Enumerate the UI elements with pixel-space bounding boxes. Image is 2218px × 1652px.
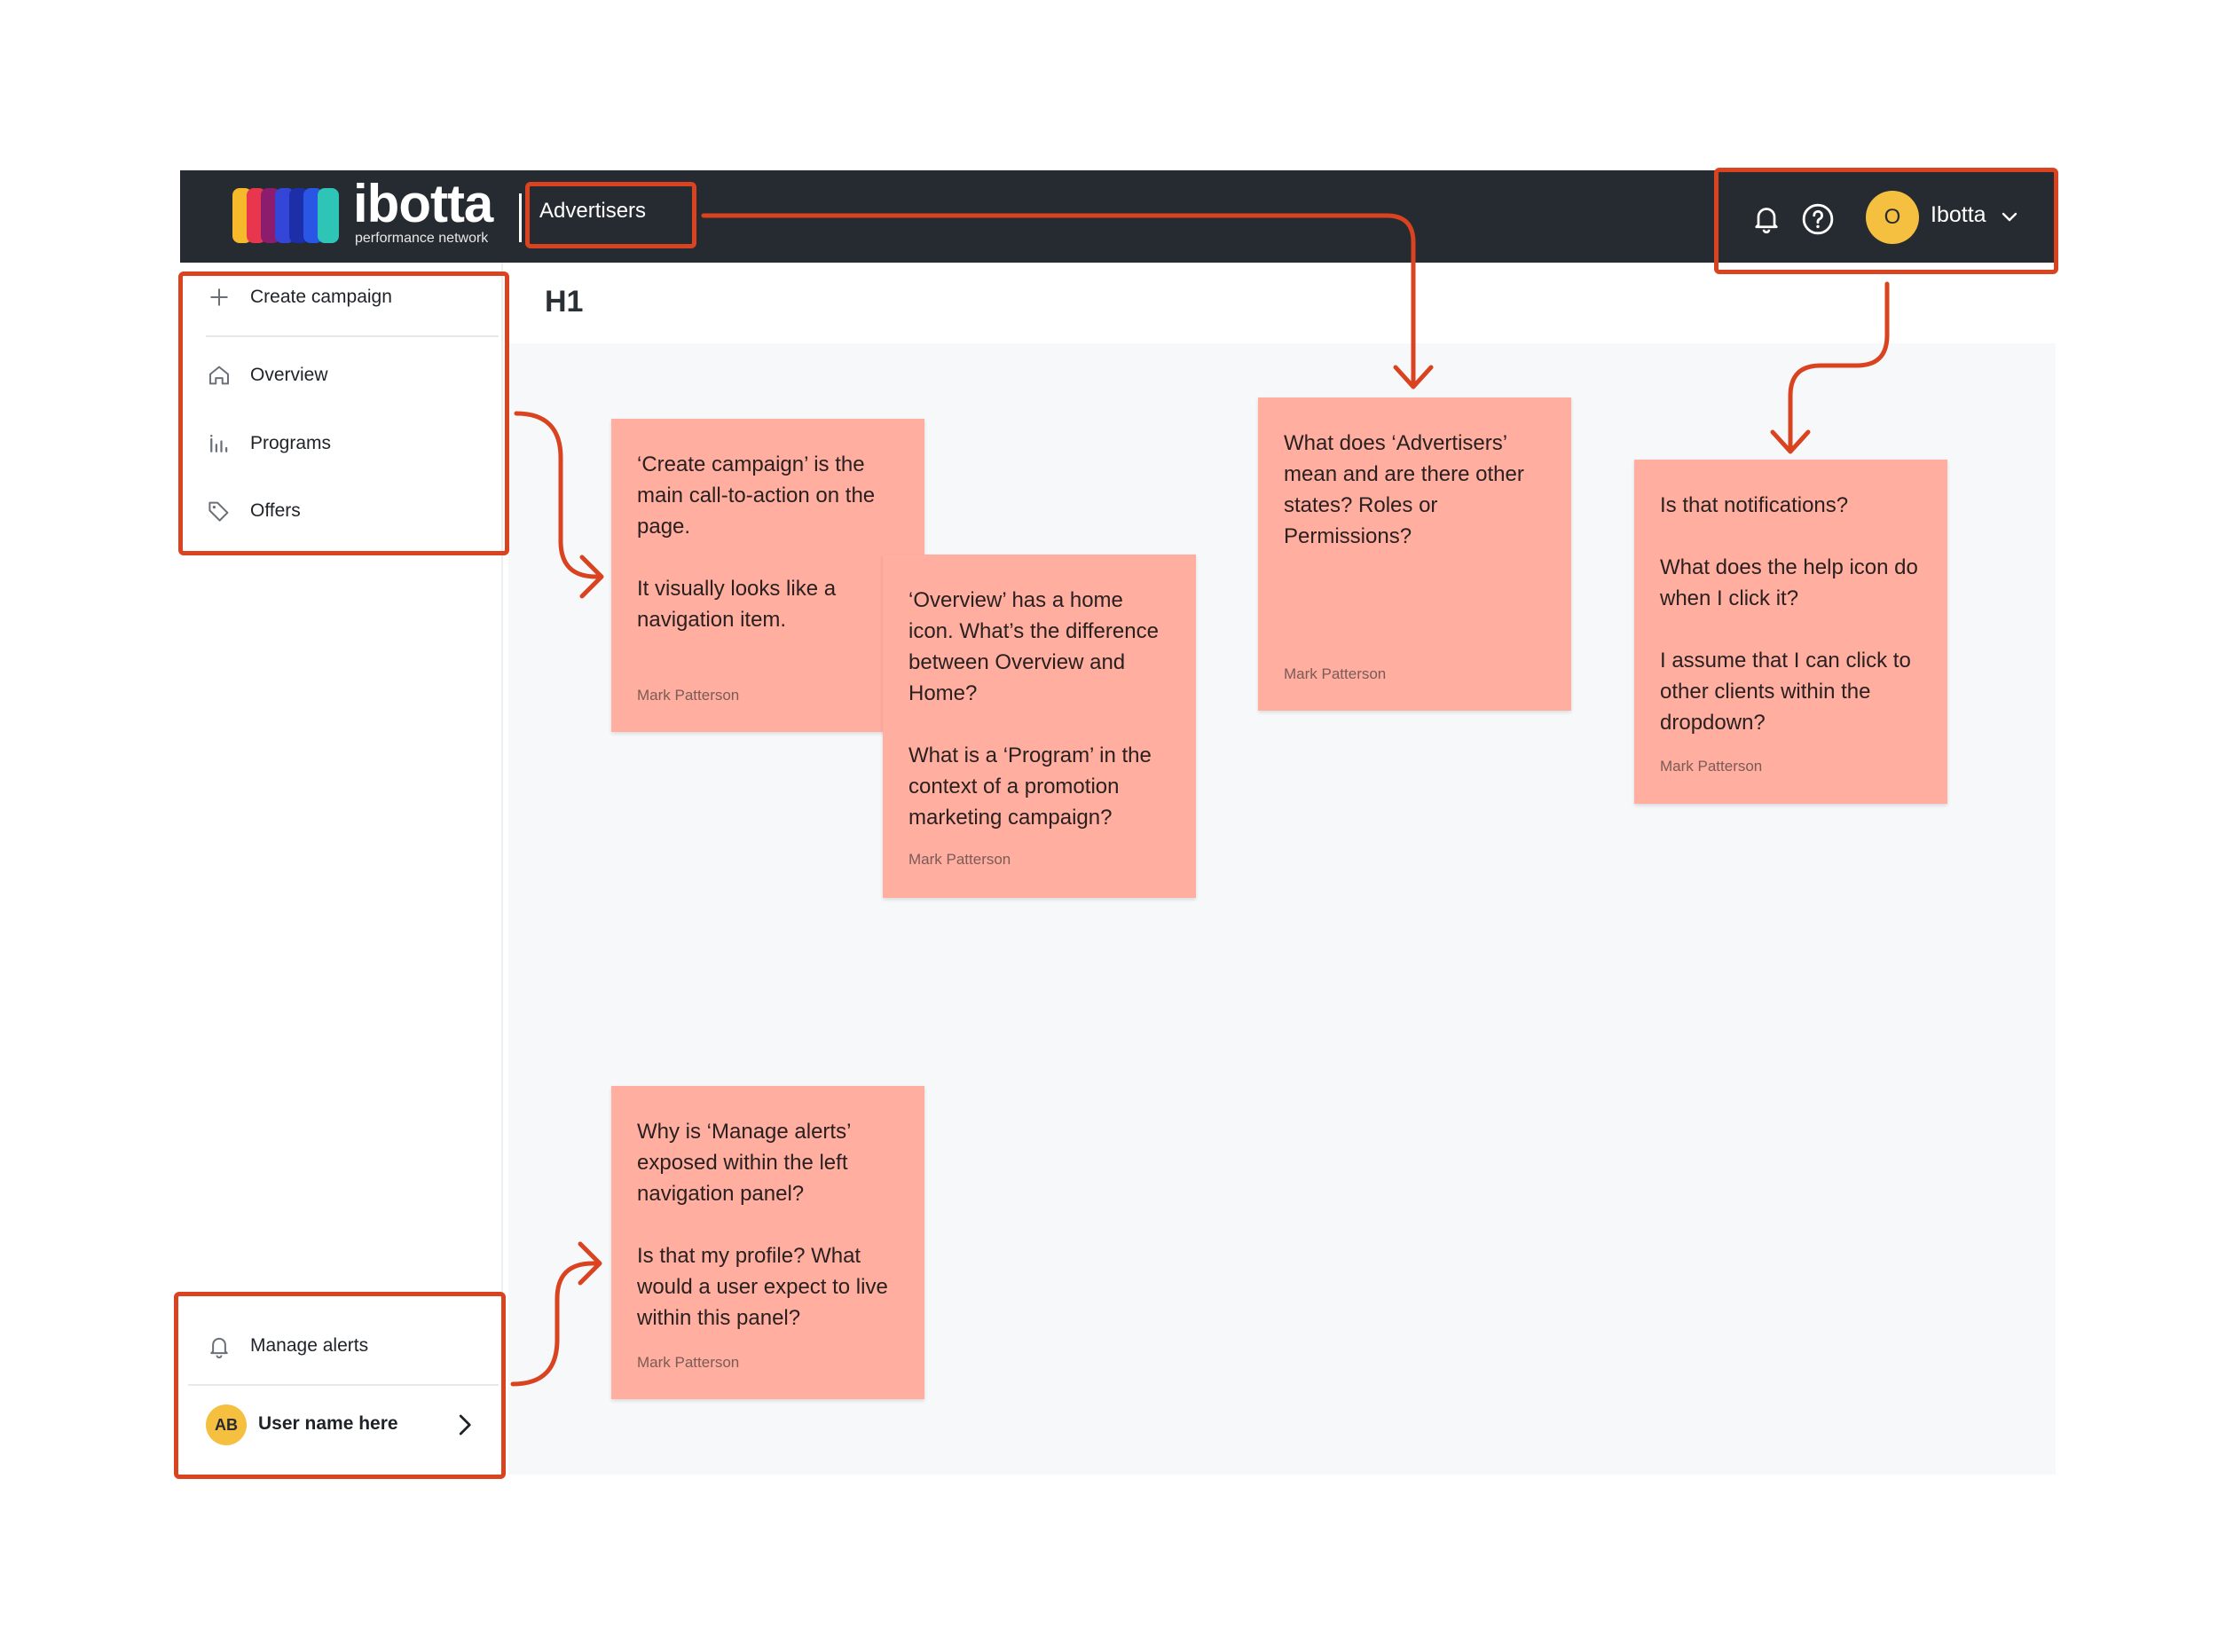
sticky-note-header-actions: Is that notifications? What does the hel… <box>1634 460 1947 804</box>
sticky-note-advertisers: What does ‘Advertisers’ mean and are the… <box>1258 397 1571 711</box>
bar-chart-icon <box>210 435 228 452</box>
user-name[interactable]: User name here <box>258 1413 398 1434</box>
logo-tagline: performance network <box>355 231 489 246</box>
highlight-header-actions <box>1714 168 2058 274</box>
note-author: Mark Patterson <box>908 851 1011 868</box>
chevron-down-icon[interactable] <box>1999 206 2020 227</box>
sidebar-item-manage-alerts[interactable]: Manage alerts <box>206 1333 368 1359</box>
home-icon <box>209 366 229 385</box>
highlight-advertisers <box>525 182 696 248</box>
logo-divider <box>519 193 522 242</box>
sticky-note-create-campaign: ‘Create campaign’ is the main call-to-ac… <box>611 419 924 732</box>
sidebar <box>180 263 503 1475</box>
note-author: Mark Patterson <box>637 1354 740 1371</box>
user-avatar[interactable]: AB <box>206 1404 247 1445</box>
sidebar-item-offers[interactable]: Offers <box>206 498 301 524</box>
sidebar-divider <box>188 1384 499 1386</box>
bell-icon <box>210 1337 228 1359</box>
plus-icon <box>210 288 228 306</box>
sidebar-item-label: Overview <box>250 365 328 385</box>
help-icon[interactable] <box>1801 202 1835 236</box>
sidebar-item-overview[interactable]: Overview <box>206 362 328 389</box>
sidebar-item-programs[interactable]: Programs <box>206 430 331 457</box>
highlight-sidebar-bottom <box>174 1292 506 1479</box>
account-avatar[interactable]: O <box>1866 191 1919 244</box>
logo-wordmark[interactable]: ibotta <box>353 174 493 233</box>
sidebar-item-label: Create campaign <box>250 287 392 307</box>
tag-icon <box>208 501 229 522</box>
sticky-note-overview-programs: ‘Overview’ has a home icon. What’s the d… <box>883 555 1196 898</box>
sidebar-item-create-campaign[interactable]: Create campaign <box>206 284 392 311</box>
sidebar-item-label: Offers <box>250 500 301 521</box>
note-author: Mark Patterson <box>637 687 740 704</box>
chevron-right-icon[interactable] <box>451 1412 477 1438</box>
sidebar-item-label: Programs <box>250 433 332 453</box>
page-title: H1 <box>545 285 584 319</box>
nav-advertisers[interactable]: Advertisers <box>539 199 647 223</box>
note-author: Mark Patterson <box>1284 665 1387 682</box>
account-switcher[interactable]: Ibotta <box>1931 202 1986 227</box>
sidebar-item-label: Manage alerts <box>250 1335 369 1356</box>
sticky-note-manage-alerts: Why is ‘Manage alerts’ exposed within th… <box>611 1086 924 1399</box>
note-author: Mark Patterson <box>1660 758 1763 775</box>
bell-icon[interactable] <box>1750 202 1782 234</box>
highlight-sidebar-top <box>178 271 509 555</box>
sidebar-divider <box>206 335 499 337</box>
logo-stripes-icon <box>232 188 339 243</box>
